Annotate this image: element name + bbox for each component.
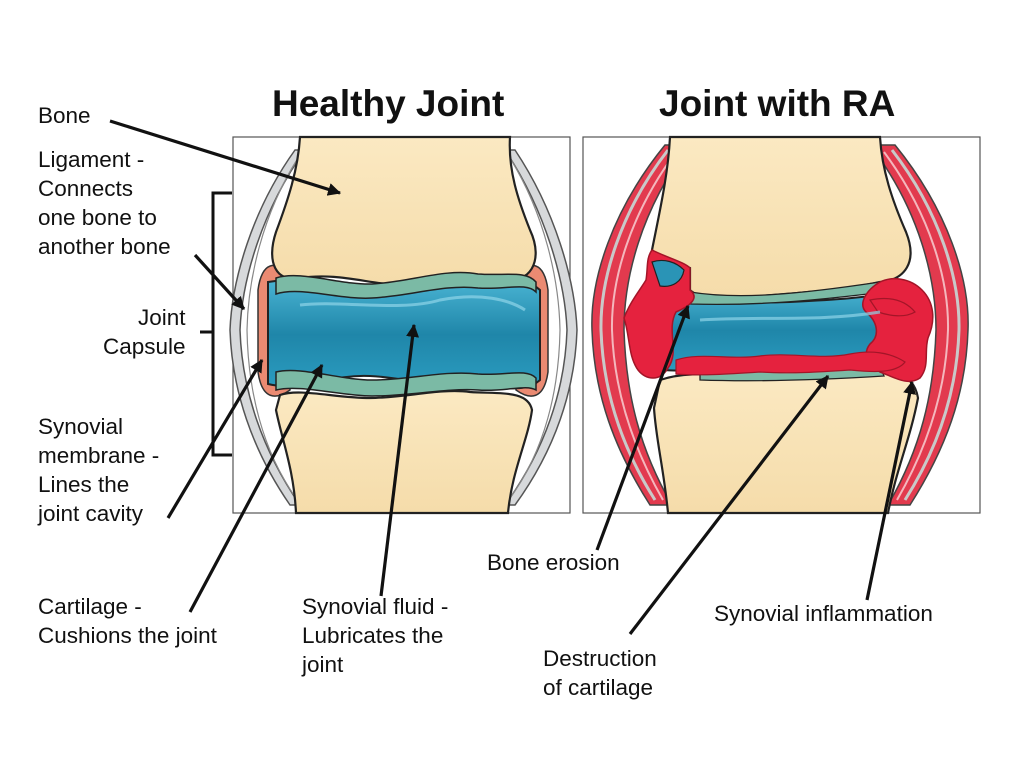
healthy-joint-title: Healthy Joint (272, 83, 505, 124)
cartilage-upper (275, 271, 537, 299)
joint-capsule-bracket (200, 191, 232, 457)
ra-joint-title: Joint with RA (659, 83, 896, 124)
ligament-arrow (193, 253, 246, 311)
ra-joint-illustration (591, 135, 969, 515)
ligament-left (229, 149, 307, 506)
ligament-label: Ligament - Connects one bone to another … (38, 147, 171, 259)
synovial-membrane-arrow (166, 359, 264, 519)
lower-bone (274, 389, 534, 515)
inflammation-arrow (865, 380, 916, 601)
synovial-inflammation-label: Synovial inflammation (714, 601, 933, 626)
pannus-bottom (675, 351, 906, 376)
leader-arrows (109, 119, 916, 635)
synovial-fluid-arrow (379, 323, 420, 597)
synovial-membrane-label: Synovial membrane - Lines the joint cavi… (38, 414, 160, 526)
bone-erosion-mark (651, 259, 685, 287)
joint-capsule-label: Joint Capsule (103, 305, 186, 359)
ra-upper-bone (650, 135, 912, 299)
destruction-arrow (628, 375, 830, 635)
cartilage-arrow (188, 364, 324, 613)
cartilage-label: Cartilage - Cushions the joint (38, 594, 217, 648)
destruction-of-cartilage-label: Destruction of cartilage (543, 646, 657, 700)
ligament-right (503, 149, 578, 506)
bone-erosion-label: Bone erosion (487, 550, 620, 575)
upper-bone (271, 135, 537, 287)
ra-lower-bone (652, 370, 920, 515)
bone-arrow (109, 119, 342, 196)
bone-label: Bone (38, 103, 91, 128)
bone-erosion-arrow (595, 304, 690, 551)
synovial-fluid-label: Synovial fluid - Lubricates the joint (302, 594, 449, 677)
